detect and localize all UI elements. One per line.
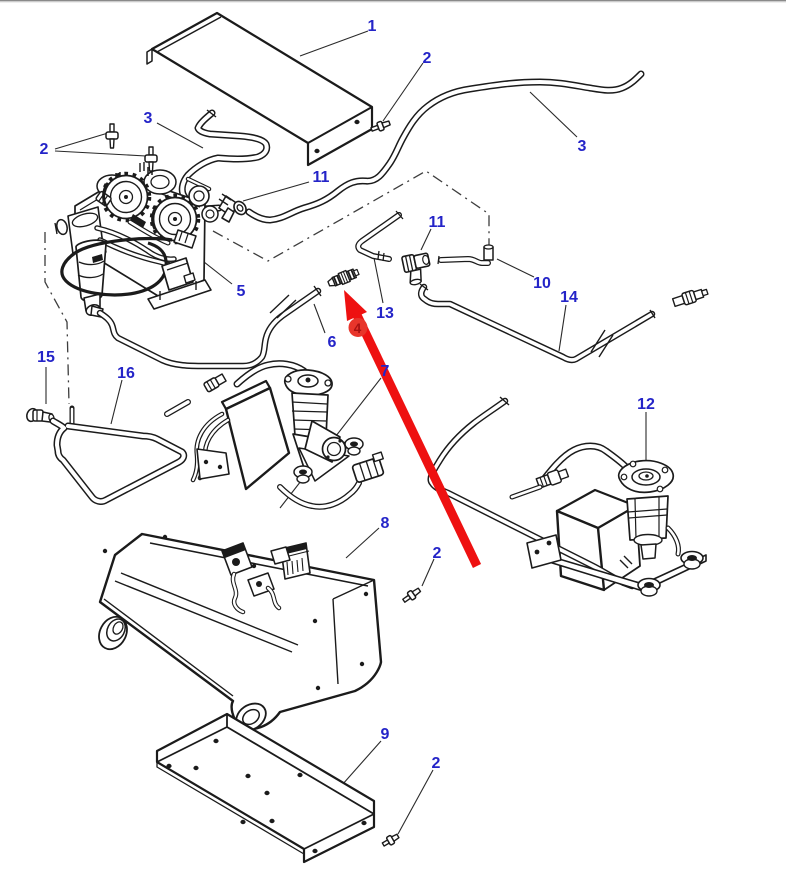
svg-text:14: 14 (560, 289, 578, 306)
svg-text:4: 4 (354, 321, 362, 336)
svg-text:16: 16 (117, 365, 135, 382)
svg-text:3: 3 (578, 138, 587, 155)
svg-text:11: 11 (429, 214, 446, 231)
svg-text:10: 10 (533, 275, 551, 292)
svg-text:2: 2 (432, 755, 441, 772)
svg-text:5: 5 (237, 283, 246, 300)
svg-text:2: 2 (433, 545, 442, 562)
svg-text:6: 6 (328, 334, 337, 351)
svg-text:11: 11 (313, 169, 330, 186)
svg-text:1: 1 (368, 18, 377, 35)
svg-text:2: 2 (423, 50, 432, 67)
svg-text:7: 7 (381, 363, 390, 380)
svg-text:15: 15 (37, 349, 55, 366)
svg-text:2: 2 (40, 141, 49, 158)
svg-text:9: 9 (381, 726, 390, 743)
svg-text:8: 8 (381, 515, 390, 532)
svg-text:12: 12 (637, 396, 655, 413)
svg-text:3: 3 (144, 110, 153, 127)
svg-text:13: 13 (376, 305, 394, 322)
